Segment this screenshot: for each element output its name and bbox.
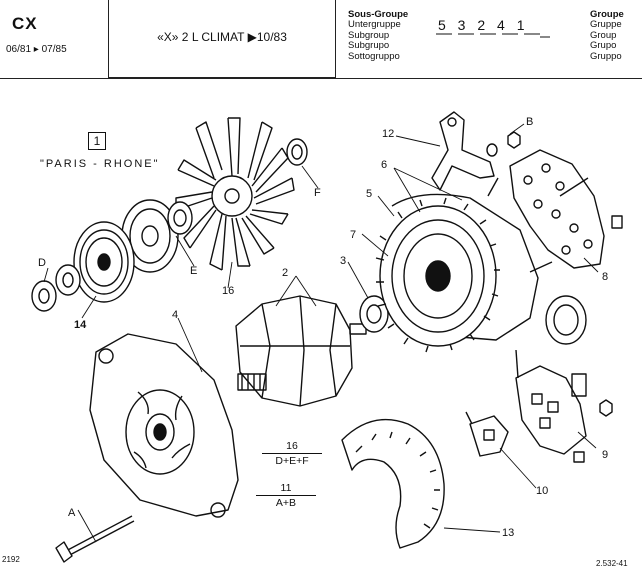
callout-16: 16 xyxy=(222,285,234,297)
callout-2: 2 xyxy=(282,267,288,279)
group-label-es: Grupo xyxy=(590,40,617,52)
through-bolt-drawing xyxy=(55,515,135,563)
callout-b: B xyxy=(526,116,533,128)
kit-11-number: 11 xyxy=(280,482,292,494)
rotor-drawing xyxy=(235,295,367,407)
group-labels: Groupe Gruppe Group Grupo Gruppo xyxy=(590,9,624,62)
manufacturer-label: "PARIS - RHONE" xyxy=(40,158,160,170)
kit-11-composition: 11 A+B xyxy=(256,482,316,509)
stator-housing-drawing xyxy=(375,177,587,353)
subgroup-label-it: Sottogruppo xyxy=(348,50,400,62)
washer-f-drawing xyxy=(286,138,308,166)
kit-16-composition: 16 D+E+F xyxy=(262,440,322,467)
figure-number-box: 1 xyxy=(88,132,106,150)
kit-16-number: 16 xyxy=(286,440,298,452)
brush-holder-drawing xyxy=(465,411,509,457)
callout-14: 14 xyxy=(74,319,87,331)
kit-11-bar xyxy=(256,495,316,496)
group-label-fr: Groupe xyxy=(590,9,624,20)
callout-12: 12 xyxy=(382,128,394,140)
regulator-drawing xyxy=(515,349,613,463)
callout-10: 10 xyxy=(536,485,548,497)
leader-lines xyxy=(43,123,599,543)
callout-e: E xyxy=(190,265,197,277)
subgroup-label-fr: Sous-Groupe xyxy=(348,9,409,20)
subgroup-label-es: Subgrupo xyxy=(348,40,390,52)
header-divider xyxy=(0,78,642,79)
kit-11-parts: A+B xyxy=(275,497,297,509)
callout-13: 13 xyxy=(502,527,514,539)
rectifier-plate-drawing xyxy=(509,149,623,269)
pulley-drawing xyxy=(31,199,193,312)
subgroup-code: 5 3 2 4 1 xyxy=(438,17,529,33)
vehicle-model: CX xyxy=(12,14,38,33)
callout-9: 9 xyxy=(602,449,608,461)
group-label-de: Gruppe xyxy=(590,19,622,31)
code-underlines xyxy=(436,33,550,38)
subgroup-label-en: Subgroup xyxy=(348,29,390,41)
group-label-it: Gruppo xyxy=(590,50,622,62)
callout-f: F xyxy=(314,187,321,199)
callout-8: 8 xyxy=(602,271,608,283)
engine-title-box: «X» 2 L CLIMAT ▶10/83 xyxy=(108,0,336,78)
subgroup-label-de: Untergruppe xyxy=(348,19,401,31)
callout-3: 3 xyxy=(340,255,346,267)
cover-drawing xyxy=(341,418,445,549)
callout-a: A xyxy=(68,507,76,519)
callout-d: D xyxy=(38,257,46,269)
group-label-en: Group xyxy=(590,29,617,41)
callout-6: 6 xyxy=(381,159,387,171)
kit-16-bar xyxy=(262,453,322,454)
engine-variant: «X» 2 L CLIMAT ▶10/83 xyxy=(157,30,287,44)
production-dates: 06/81 ▸ 07/85 xyxy=(6,44,67,55)
subgroup-labels: Sous-Groupe Untergruppe Subgroup Subgrup… xyxy=(348,9,409,62)
drawing-ref-right: 2.532-41 xyxy=(596,559,628,568)
fan-drawing xyxy=(175,117,295,271)
drive-end-housing-drawing xyxy=(89,333,239,518)
callout-5: 5 xyxy=(366,188,372,200)
bracket-drawing xyxy=(431,111,521,191)
callout-7: 7 xyxy=(350,229,356,241)
callout-4: 4 xyxy=(172,309,178,321)
drawing-ref-left: 2192 xyxy=(2,555,20,564)
kit-16-parts: D+E+F xyxy=(275,455,309,467)
